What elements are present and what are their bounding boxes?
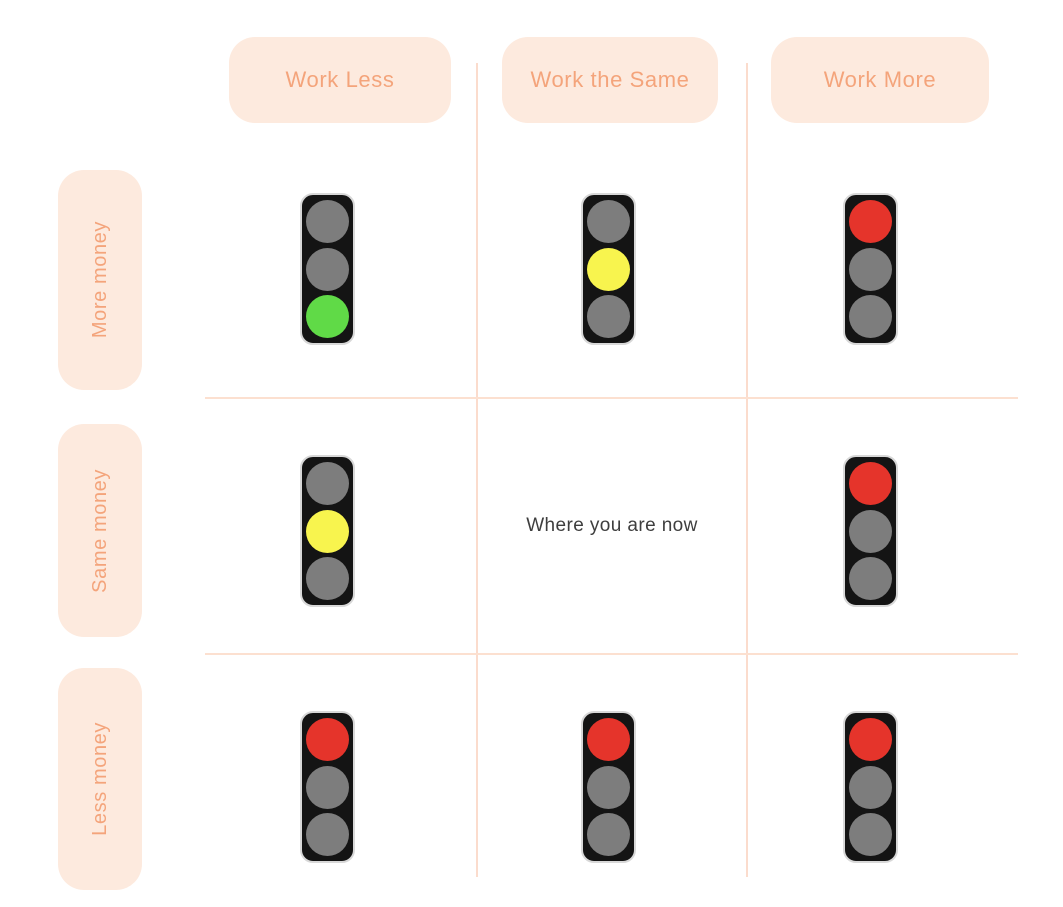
lamp-top	[306, 717, 349, 761]
lamp-middle	[587, 247, 630, 291]
traffic-light-red-icon	[843, 455, 898, 607]
cell-same-money-work-the-same: Where you are now	[478, 399, 746, 653]
traffic-light-red-icon	[843, 193, 898, 345]
lamp-middle	[849, 509, 892, 553]
lamp-top	[587, 717, 630, 761]
traffic-light-red-icon	[300, 711, 355, 863]
grid-divider-vertical-1	[476, 63, 478, 877]
cell-more-money-work-more	[843, 193, 898, 345]
lamp-middle	[849, 765, 892, 809]
column-header-work-the-same: Work the Same	[502, 37, 718, 123]
lamp-top	[849, 717, 892, 761]
current-position-note: Where you are now	[526, 515, 698, 536]
lamp-middle	[587, 765, 630, 809]
cell-same-money-work-less	[300, 455, 355, 607]
traffic-light-yellow-icon	[581, 193, 636, 345]
lamp-middle	[306, 765, 349, 809]
lamp-middle	[849, 247, 892, 291]
cell-less-money-work-more	[843, 711, 898, 863]
lamp-bottom	[587, 295, 630, 339]
row-label-less-money: Less money	[58, 668, 142, 890]
lamp-middle	[306, 247, 349, 291]
row-label-same-money: Same money	[58, 424, 142, 637]
grid-divider-horizontal-1	[205, 397, 1018, 399]
row-label-more-money: More money	[58, 170, 142, 390]
traffic-light-yellow-icon	[300, 455, 355, 607]
lamp-top	[306, 199, 349, 243]
cell-same-money-work-more	[843, 455, 898, 607]
cell-more-money-work-less	[300, 193, 355, 345]
row-label-less-money-text: Less money	[88, 722, 111, 836]
row-label-more-money-text: More money	[88, 221, 111, 339]
row-label-same-money-text: Same money	[88, 468, 111, 593]
lamp-bottom	[306, 295, 349, 339]
lamp-bottom	[849, 295, 892, 339]
lamp-bottom	[587, 813, 630, 857]
cell-less-money-work-less	[300, 711, 355, 863]
column-header-work-less: Work Less	[229, 37, 451, 123]
lamp-middle	[306, 509, 349, 553]
traffic-light-red-icon	[581, 711, 636, 863]
column-header-work-more: Work More	[771, 37, 989, 123]
cell-more-money-work-the-same	[581, 193, 636, 345]
lamp-top	[849, 461, 892, 505]
lamp-top	[306, 461, 349, 505]
traffic-light-green-icon	[300, 193, 355, 345]
grid-divider-vertical-2	[746, 63, 748, 877]
cell-less-money-work-the-same	[581, 711, 636, 863]
lamp-bottom	[849, 813, 892, 857]
lamp-bottom	[849, 557, 892, 601]
lamp-top	[849, 199, 892, 243]
lamp-top	[587, 199, 630, 243]
lamp-bottom	[306, 813, 349, 857]
lamp-bottom	[306, 557, 349, 601]
traffic-light-red-icon	[843, 711, 898, 863]
grid-divider-horizontal-2	[205, 653, 1018, 655]
